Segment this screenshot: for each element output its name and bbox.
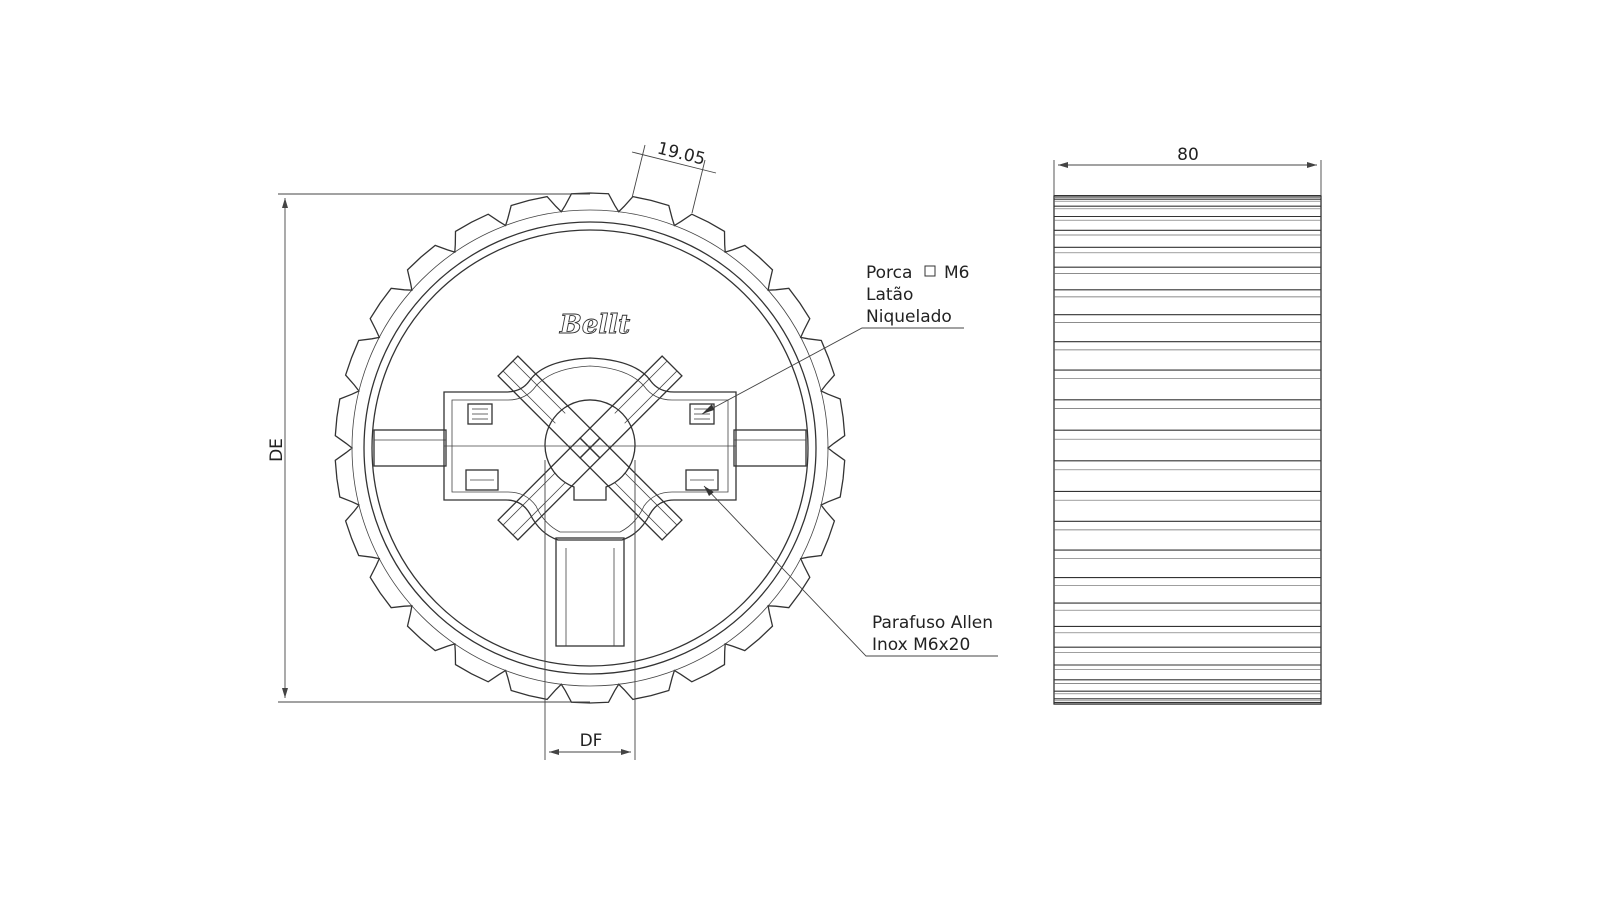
- dimension-pitch: 19.05: [631, 139, 717, 214]
- bore-diameter-label: DF: [580, 731, 603, 751]
- sprocket-hub-outline: [443, 357, 737, 541]
- bore-with-keyway: [544, 399, 636, 501]
- sprocket-hub-inner-outline: [451, 365, 729, 533]
- screw-head-left: [465, 469, 499, 491]
- square-nut-right: [689, 403, 715, 425]
- sprocket-root-circle: [351, 209, 829, 687]
- sprocket-side-view: [1053, 194, 1322, 705]
- square-symbol-icon: [924, 265, 936, 277]
- callout-nut: Porca M6 Latão Niquelado: [701, 263, 969, 415]
- callout-screw: Parafuso Allen Inox M6x20: [703, 485, 998, 657]
- side-view-tooth-lines: [1054, 194, 1321, 705]
- arm-left: [373, 429, 447, 467]
- dimension-outer-diameter: DE: [267, 193, 590, 703]
- nut-label-size: M6: [944, 263, 969, 283]
- spoke-lower-right: [579, 355, 683, 459]
- screw-label-line2: Inox M6x20: [872, 635, 970, 655]
- dimension-bore-diameter: DF: [544, 460, 636, 760]
- sprocket-inner-rim-inner: [371, 229, 809, 667]
- side-view-outline: [1053, 195, 1322, 705]
- dimension-width: 80: [1053, 145, 1322, 196]
- nut-label-line1: Porca: [866, 263, 912, 283]
- sprocket-front-view: Bellt: [334, 192, 846, 704]
- sprocket-tooth-profile: [334, 192, 846, 704]
- square-nut-left: [467, 403, 493, 425]
- brand-logo: Bellt: [559, 310, 630, 340]
- screw-head-right: [685, 469, 719, 491]
- sprocket-inner-rim-outer: [363, 221, 817, 675]
- nut-label-line3: Niquelado: [866, 307, 952, 327]
- pitch-value: 19.05: [655, 139, 707, 170]
- width-value: 80: [1177, 145, 1199, 165]
- screw-label-line1: Parafuso Allen: [872, 613, 993, 633]
- outer-diameter-label: DE: [267, 438, 287, 462]
- arm-right: [733, 429, 807, 467]
- lower-web: [555, 537, 625, 647]
- nut-label-line2: Latão: [866, 285, 913, 305]
